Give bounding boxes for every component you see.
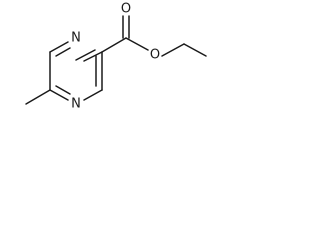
bond-ch2-ch3 xyxy=(183,43,207,57)
ester-group xyxy=(101,15,207,57)
atom-n-top: N xyxy=(71,31,81,46)
bond-ester-o-ch2 xyxy=(161,43,185,57)
bond-c3-n4 xyxy=(83,89,103,101)
bond-c2-top xyxy=(83,51,103,62)
bond-n4-c5-inner xyxy=(55,85,71,95)
atom-o-carbonyl: O xyxy=(121,2,131,17)
atom-o-ester: O xyxy=(150,48,160,63)
pyrazine-ring xyxy=(49,41,103,101)
chemical-structure: N N O O xyxy=(25,2,207,112)
bond-n1-c2 xyxy=(75,49,96,61)
atom-n-bottom: N xyxy=(71,97,81,112)
bond-methyl xyxy=(25,89,51,105)
bond-n4-c5 xyxy=(49,89,69,101)
bond-carbonyl-ester-o xyxy=(125,37,149,51)
bond-ring-carbonyl-c xyxy=(101,37,127,53)
bond-c6-n1-inner xyxy=(55,47,71,57)
bond-c6-n1 xyxy=(49,41,69,53)
